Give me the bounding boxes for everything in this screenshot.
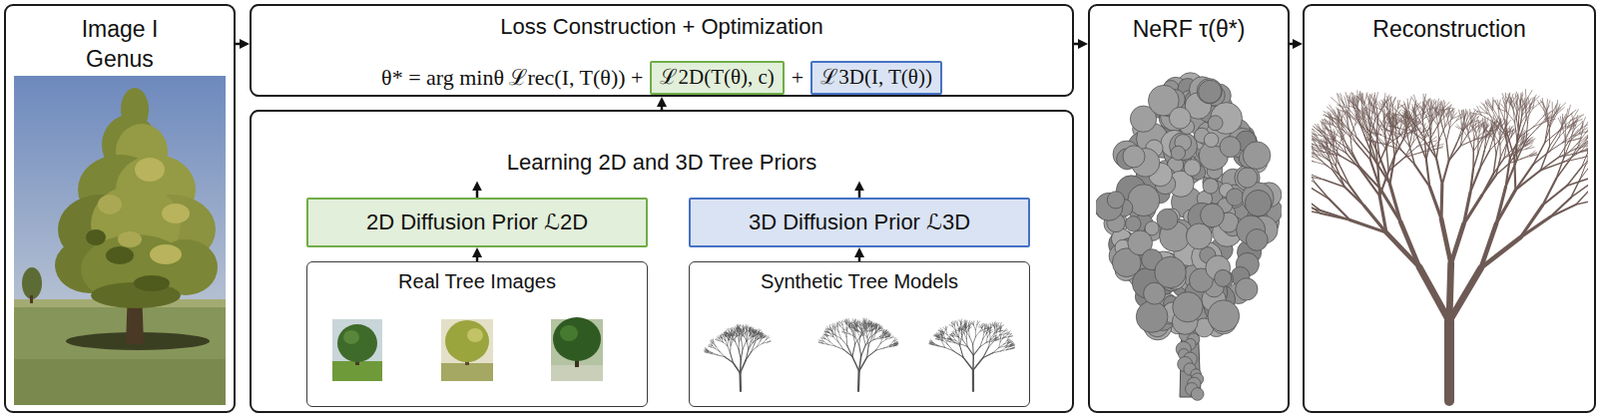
loss-3d-term: ℒ3D(I, T(θ)) — [810, 60, 943, 95]
panel-title: Learning 2D and 3D Tree Priors — [251, 149, 1072, 176]
flow-arrow — [858, 251, 862, 262]
dataset-label: Synthetic Tree Models — [689, 269, 1030, 294]
plus-sign: + — [791, 64, 804, 91]
diffusion-prior-2d: 2D Diffusion Prior ℒ2D — [306, 197, 648, 248]
flow-arrow — [476, 184, 480, 198]
nerf-mesh — [1095, 72, 1282, 402]
panel-subtitle: Genus — [5, 45, 234, 74]
loss-2d-term: ℒ2D(T(θ), c) — [649, 60, 784, 95]
input-image-panel: Image IGenus — [3, 3, 236, 414]
panel-title: Reconstruction — [1304, 15, 1595, 44]
flow-arrow — [1073, 42, 1084, 46]
flow-arrow — [1289, 42, 1299, 46]
panel-title: Image I — [5, 15, 234, 44]
panel-title: Loss Construction + Optimization — [251, 13, 1072, 40]
loss-term: ℒ3D(I, T(θ)) — [820, 64, 933, 90]
dataset-label: Real Tree Images — [307, 269, 647, 294]
prior-learning-box: Learning 2D and 3D Tree Priors 2D Diffusi… — [249, 109, 1074, 414]
dataset-box: Synthetic Tree Models — [688, 261, 1031, 408]
loss-term: ℒ2D(T(θ), c) — [659, 64, 774, 90]
prior-label: 3D Diffusion Prior ℒ3D — [748, 209, 971, 236]
nerf-panel: NeRF τ(θ*) — [1087, 3, 1290, 414]
synthetic-tree-sketches — [703, 318, 1015, 392]
prior-label: 2D Diffusion Prior ℒ2D — [366, 209, 588, 236]
panel-title: NeRF τ(θ*) — [1089, 15, 1288, 44]
dataset-box: Real Tree Images — [306, 261, 648, 408]
diffusion-prior-3d: 3D Diffusion Prior ℒ3D — [688, 197, 1031, 248]
flow-arrow — [235, 42, 246, 46]
flow-arrow — [858, 184, 862, 198]
flow-arrow — [476, 251, 480, 262]
reconstructed-tree — [1311, 88, 1589, 402]
flow-arrow — [660, 100, 664, 110]
real-tree-thumbnails — [332, 317, 603, 382]
objective-formula: θ* = arg minθ ℒrec(I, T(θ)) + — [381, 64, 643, 91]
loss-optimization-box: Loss Construction + Optimization θ* = arg… — [249, 3, 1074, 97]
reconstruction-panel: Reconstruction — [1302, 3, 1597, 414]
tree-photo — [13, 75, 226, 406]
